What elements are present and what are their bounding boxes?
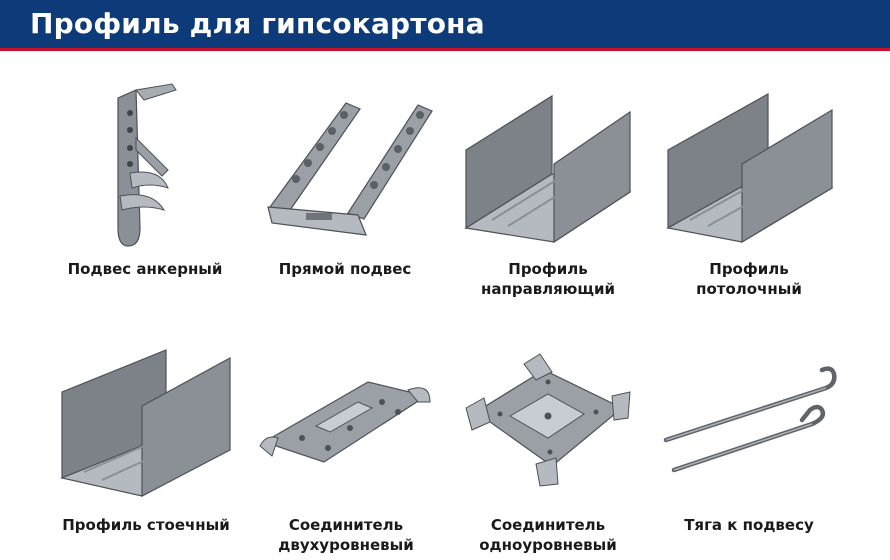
anchor-hanger-icon (117, 83, 177, 247)
page-title: Профиль для гипсокартона (30, 7, 485, 40)
product-caption: Соединитель одноуровневый (479, 516, 617, 554)
product-caption: Соединитель двухуровневый (278, 516, 414, 554)
two-level-connector-icon (259, 381, 431, 463)
ceiling-profile-icon (666, 92, 834, 244)
guide-profile-icon (464, 94, 632, 244)
one-level-connector-icon (465, 353, 631, 487)
header-banner: Профиль для гипсокартона (0, 0, 890, 48)
product-caption: Профиль потолочный (696, 260, 802, 298)
product-caption: Профиль направляющий (480, 260, 615, 298)
hanger-rod-icon (663, 366, 837, 473)
header-stripe (0, 48, 890, 51)
product-caption: Профиль стоечный (62, 516, 230, 534)
product-caption: Прямой подвес (278, 260, 412, 278)
direct-hanger-icon (267, 102, 433, 236)
product-caption: Подвес анкерный (67, 260, 223, 278)
stud-profile-icon (59, 349, 231, 497)
product-caption: Тяга к подвесу (684, 516, 814, 534)
